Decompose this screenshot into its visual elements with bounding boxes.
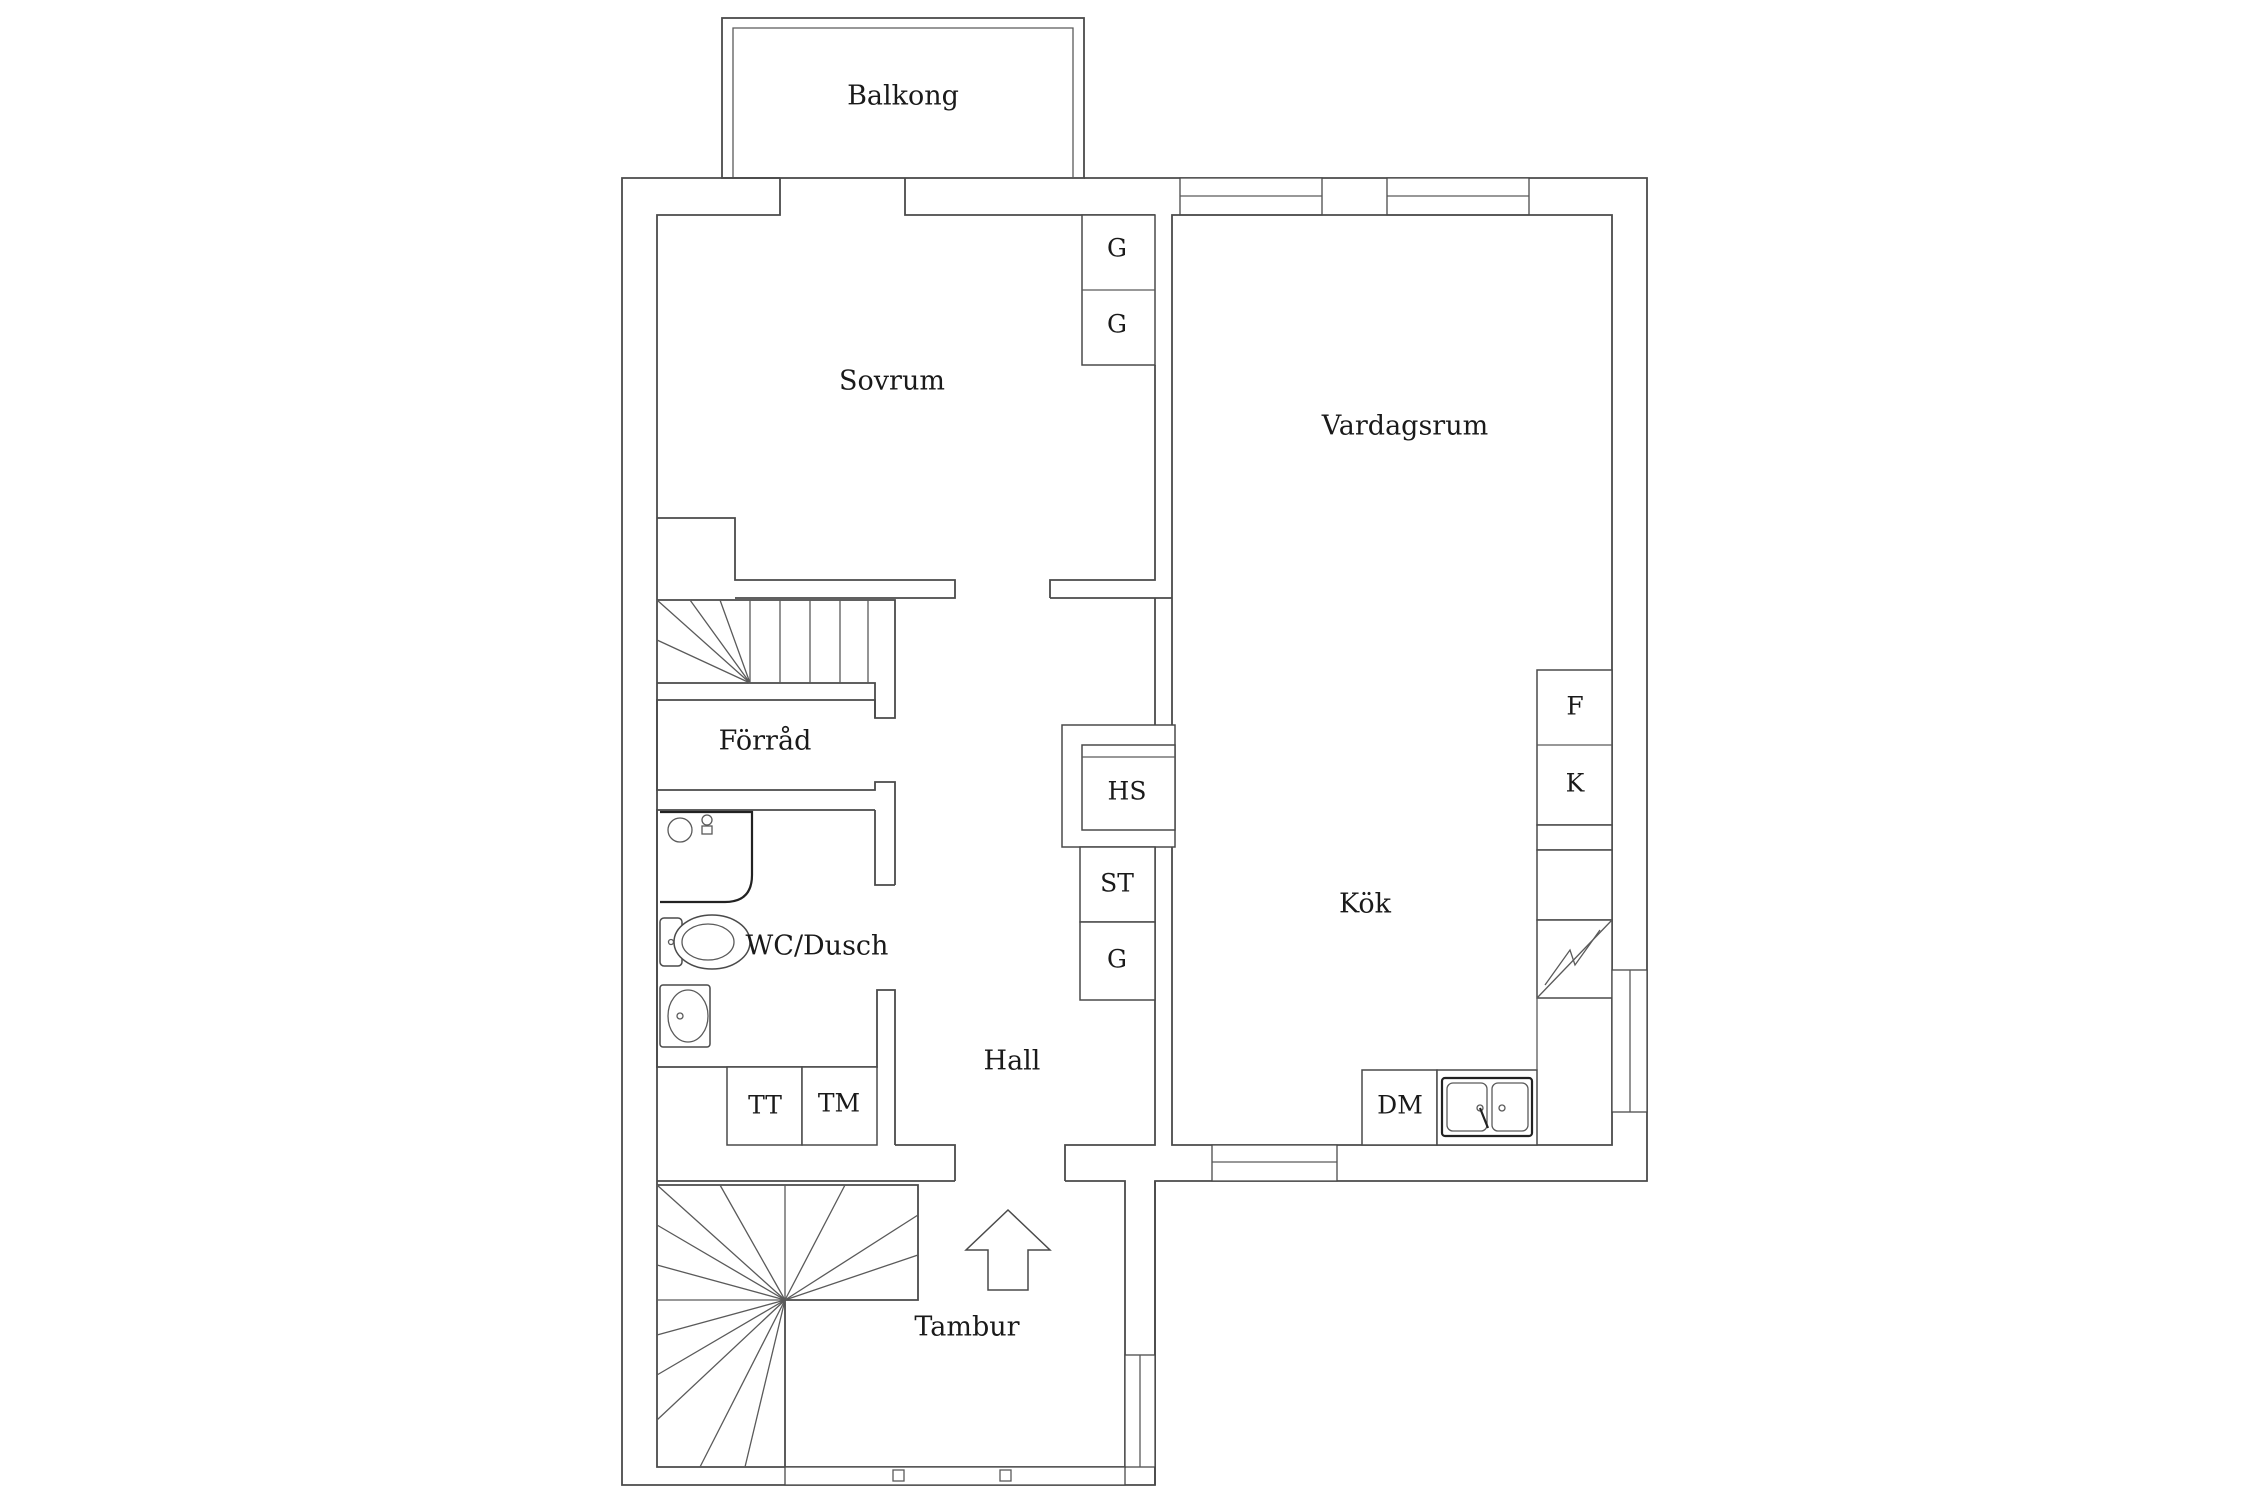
- hall-walls: [895, 598, 1176, 1181]
- appliance-label-fridge: F: [1566, 692, 1583, 721]
- room-label-forrad: Förråd: [719, 725, 812, 757]
- laundry-units: [726, 1066, 878, 1146]
- room-label-balkong: Balkong: [847, 81, 959, 112]
- appliance-label-dishwasher: DM: [1377, 1091, 1423, 1120]
- small-stair: [656, 599, 896, 719]
- appliance-label-g-hall: G: [1107, 945, 1127, 974]
- room-label-tambur: Tambur: [914, 1312, 1019, 1343]
- room-label-wc-dusch: WC/Dusch: [746, 931, 889, 962]
- appliance-label-st: ST: [1100, 869, 1134, 898]
- appliance-label-wardrobe-1: G: [1107, 234, 1127, 263]
- living-kitchen-walls: [1171, 214, 1613, 1146]
- balcony: [721, 17, 1085, 179]
- right-window: [1611, 969, 1648, 1113]
- room-label-vardagsrum: Vardagsrum: [1321, 411, 1488, 442]
- double-sink-icon: [1440, 1076, 1534, 1138]
- stove-icon: [1536, 919, 1613, 999]
- appliance-label-freezer: K: [1566, 769, 1586, 798]
- kitchen-bottom-window: [1211, 1144, 1338, 1182]
- washbasin-icon: [659, 984, 711, 1048]
- spiral-stair: [656, 1184, 919, 1468]
- bedroom-walls: [657, 178, 1172, 599]
- room-label-sovrum: Sovrum: [839, 366, 945, 397]
- top-windows: [1179, 177, 1530, 216]
- up-arrow-icon: [964, 1208, 1052, 1291]
- appliance-label-tt: TT: [748, 1091, 782, 1120]
- appliance-label-hs: HS: [1108, 777, 1147, 806]
- storage-walls: [656, 699, 896, 885]
- room-label-kok: Kök: [1339, 889, 1392, 920]
- room-label-hall: Hall: [984, 1046, 1041, 1077]
- tambur-walls: [656, 1135, 1156, 1486]
- toilet-icon: [659, 914, 751, 970]
- appliance-label-wardrobe-2: G: [1107, 310, 1127, 339]
- appliance-label-tm: TM: [818, 1089, 860, 1118]
- shower-icon: [660, 810, 754, 904]
